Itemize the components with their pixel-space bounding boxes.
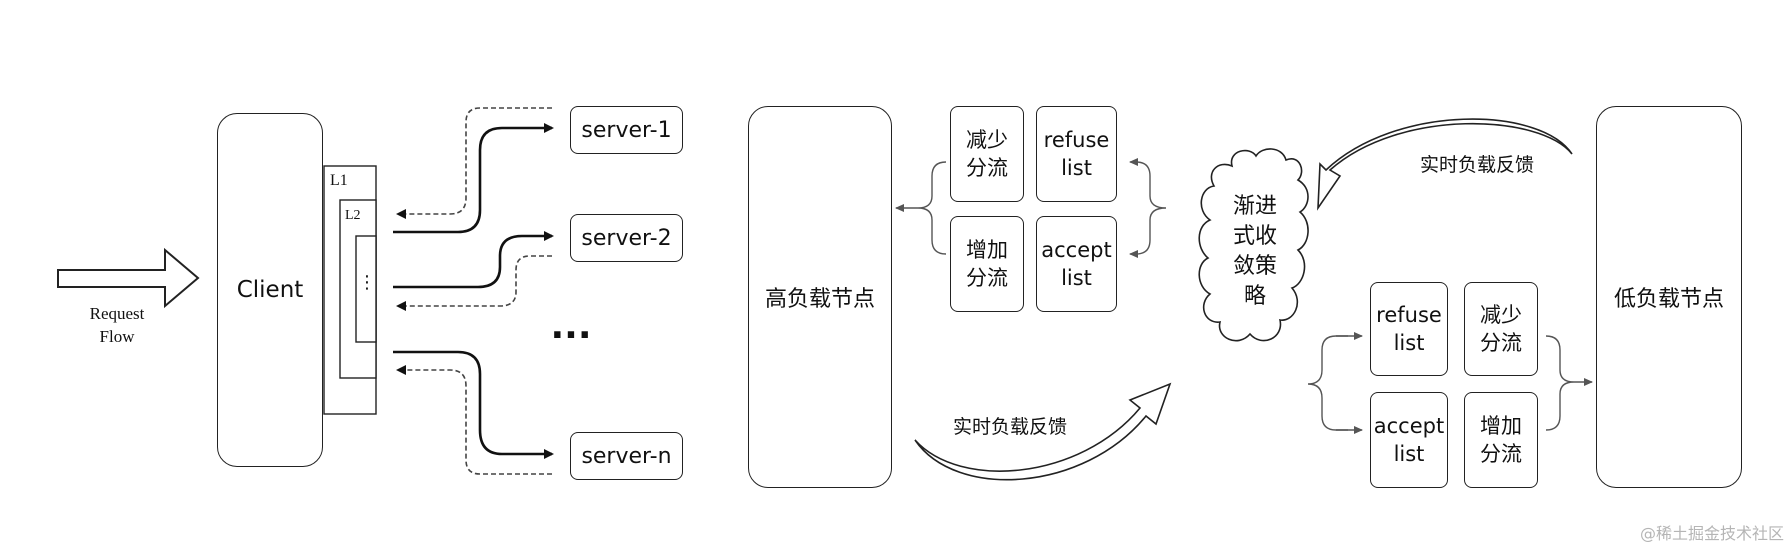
high-increase-label: 增加 分流 [966,238,1008,290]
arrow-to-server-n [393,350,554,459]
low-reduce-label: 减少 分流 [1480,303,1522,355]
server-n-label: server-n [581,443,672,469]
client-box: Client [217,113,323,467]
client-label: Client [236,277,304,303]
feedback-arrow-bottom [914,382,1172,481]
low-load-node-label: 低负载节点 [1613,287,1724,312]
high-refuse-label: refuse list [1043,128,1110,180]
l2-label: L2 [345,208,361,223]
request-flow-arrow [57,247,200,309]
arrow-to-server-1 [393,123,554,234]
return-arrow-server-2 [396,255,552,311]
low-load-node: 低负载节点 [1596,106,1742,488]
feedback-arrow-top [1317,118,1573,211]
return-arrow-server-n [396,365,552,475]
brace-low-left [1307,335,1348,431]
server-2-label: server-2 [581,225,672,251]
feedback-top-label: 实时负载反馈 [1419,154,1534,176]
strategy-label: 渐进 式收 敛策 略 [1232,194,1277,309]
brace-high-left [917,161,947,255]
low-accept-label: accept list [1373,414,1445,466]
high-reduce-label: 减少 分流 [966,128,1008,180]
server-1-label: server-1 [581,117,672,143]
server-n-box: server-n [570,432,683,480]
l2-dots: ⋮ [358,272,376,293]
high-accept-label: accept list [1041,238,1112,290]
high-refuse-box: refuse list [1036,106,1117,202]
server-2-box: server-2 [570,214,683,262]
strategy-cloud [1198,148,1309,342]
low-increase-label: 增加 分流 [1480,414,1522,466]
high-load-node-label: 高负载节点 [764,287,875,312]
low-accept-box: accept list [1370,392,1448,488]
high-increase-box: 增加 分流 [950,216,1024,312]
high-reduce-box: 减少 分流 [950,106,1024,202]
return-arrow-server-1 [396,107,552,219]
brace-high-right [1135,161,1167,255]
server-1-box: server-1 [570,106,683,154]
low-increase-box: 增加 分流 [1464,392,1538,488]
request-flow-label: Request Flow [89,304,145,346]
brace-low-right [1545,335,1575,431]
l1-label: L1 [330,172,348,189]
low-reduce-box: 减少 分流 [1464,282,1538,376]
arrow-to-server-2 [393,231,554,289]
l2-inner-frame [355,235,377,343]
watermark: @稀土掘金技术社区 [1639,524,1784,543]
low-refuse-label: refuse list [1376,303,1442,355]
low-refuse-box: refuse list [1370,282,1448,376]
feedback-bottom-label: 实时负载反馈 [952,416,1067,438]
ellipsis: ··· [550,315,592,356]
high-accept-box: accept list [1036,216,1117,312]
high-load-node: 高负载节点 [748,106,892,488]
